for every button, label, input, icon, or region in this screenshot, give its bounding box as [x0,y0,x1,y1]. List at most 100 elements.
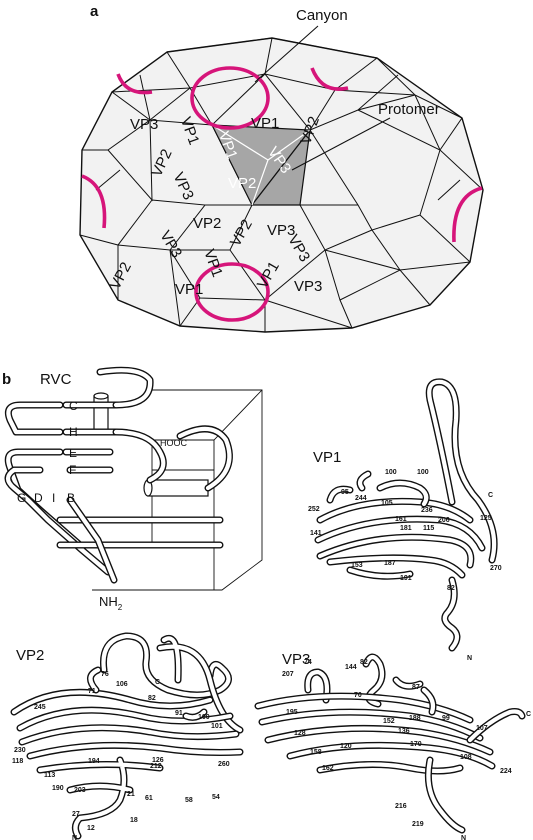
canyon-ring-bottom [194,262,270,322]
vp3-residue-label: 70 [354,692,362,699]
vp3-residue-label: 195 [286,709,298,716]
vp2-residue-label: 12 [87,825,95,832]
vp1-residue-label: N [467,655,472,662]
vp3-residue-label: 216 [395,803,407,810]
vp2-residue-label: 113 [44,772,55,779]
vp2-residue-label: 18 [130,817,138,824]
vp2-residue-label: C [155,679,160,686]
protomer-label-vp2: VP2 [228,175,256,192]
canyon-ring-left [81,174,107,229]
vp3-residue-label: 219 [412,821,424,828]
vp3-residue-label: 158 [310,749,322,756]
capsid: VP3 VP1 VP1 VP2 VP2 VP3 VP1 VP3 VP2 VP2 … [79,7,484,333]
vp2-residue-label: 27 [72,811,80,818]
capsid-label: VP1 [251,115,279,132]
vp1-residue-label: 244 [355,495,367,502]
strand-label-c: C [69,399,78,413]
vp1-residue-label: 206 [438,517,450,524]
vp1-residue-label: 187 [384,560,396,567]
vp3-residue-label: 162 [322,765,334,772]
rvc-helix-vertical [93,392,109,431]
vp1-residue-label: 100 [385,469,397,476]
capsid-label: VP1 [175,281,203,298]
canyon-rings [81,66,483,322]
strand-label-g: G [17,491,26,505]
vp1-residue-label: C [488,492,493,499]
vp3-residue-label: 224 [500,768,512,775]
panel-label-a: a [90,3,99,20]
vp2-ribbon: VP2 [10,632,244,840]
vp2-residue-label: 21 [127,791,135,798]
panel-label-b: b [2,371,11,388]
vp2-residue-label: N [72,835,77,840]
vp3-residue-label: 128 [294,730,306,737]
vp1-residue-label: 153 [351,562,363,569]
vp3-residue-label: 82 [360,659,368,666]
vp3-residue-label: C [526,711,531,718]
vp2-residue-label: 100 [198,714,210,721]
rvc-title: RVC [40,371,72,388]
vp2-residue-label: 54 [212,794,220,801]
vp3-residue-label: 207 [282,671,294,678]
vp1-residue-label: 95 [341,489,349,496]
vp3-residue-label: 107 [476,725,488,732]
vp1-residue-label: 100 [417,469,429,476]
rvc-nh2: NH2 [99,594,123,612]
vp2-residue-label: 194 [88,758,100,765]
vp3-residue-label: 120 [340,743,352,750]
facet-edges [79,37,484,332]
vp2-residue-label: 91 [175,710,183,717]
vp3-residue-label: 144 [345,664,357,671]
vp1-residue-label: 252 [308,506,320,513]
strand-label-d: D [34,491,43,505]
vp1-residue-label: 161 [395,516,407,523]
vp3-residue-label: 99 [442,715,450,722]
vp3-residue-label: N [461,835,466,840]
vp2-title: VP2 [16,647,44,664]
vp2-residue-label: 71 [88,688,96,695]
strand-label-h: H [69,425,78,439]
protomer-leader-line [291,117,391,171]
vp3-ribbon: VP3 [254,651,526,834]
vp2-residue-label: 61 [145,795,153,802]
vp2-residue-label: 126 [152,757,164,764]
canyon-ring-upper-left [116,73,153,95]
strand-label-e: E [69,446,77,460]
vp1-title: VP1 [313,449,341,466]
vp3-residue-label: 170 [410,741,422,748]
capsid-label: VP2 [193,215,221,232]
vp1-residue-label: 105 [381,500,393,507]
vp2-residue-label: 203 [74,787,86,794]
protomer-callout: Protomer [378,101,440,118]
strand-label-i: I [52,491,55,505]
capsid-label: VP3 [267,222,295,239]
vp2-residue-label: 106 [116,681,128,688]
capsid-label: VP3 [294,278,322,295]
vp1-residue-label: 82 [447,585,455,592]
vp3-residue-label: 108 [460,754,472,761]
rvc-strands [4,366,233,584]
canyon-callout: Canyon [296,7,348,24]
vp2-residue-label: 260 [218,761,230,768]
vp2-residue-label: 58 [185,797,193,804]
protomer-triangle-2 [250,127,311,206]
vp2-residue-label: 118 [12,758,23,765]
rvc-wedge-box [92,389,263,591]
vp1-residue-label: 115 [423,525,434,532]
vp3-residue-label: 87 [412,684,420,691]
vp2-residue-label: 76 [101,671,109,678]
vp2-residue-label: 245 [34,704,46,711]
vp1-residue-label: 125 [480,515,492,522]
vp3-residue-label: 152 [383,718,395,725]
vp2-residue-label: 82 [148,695,156,702]
vp3-title: VP3 [282,651,310,668]
strand-label-b: B [67,491,75,505]
vp2-residue-label: 190 [52,785,64,792]
vp3-residue-label: 74 [304,659,312,666]
vp1-residue-label: 191 [400,575,412,582]
canyon-leader-line [254,25,319,83]
vp2-residue-label: 212 [150,763,162,770]
capsid-label: VP3 [130,116,158,133]
strand-label-f: F [69,463,76,477]
